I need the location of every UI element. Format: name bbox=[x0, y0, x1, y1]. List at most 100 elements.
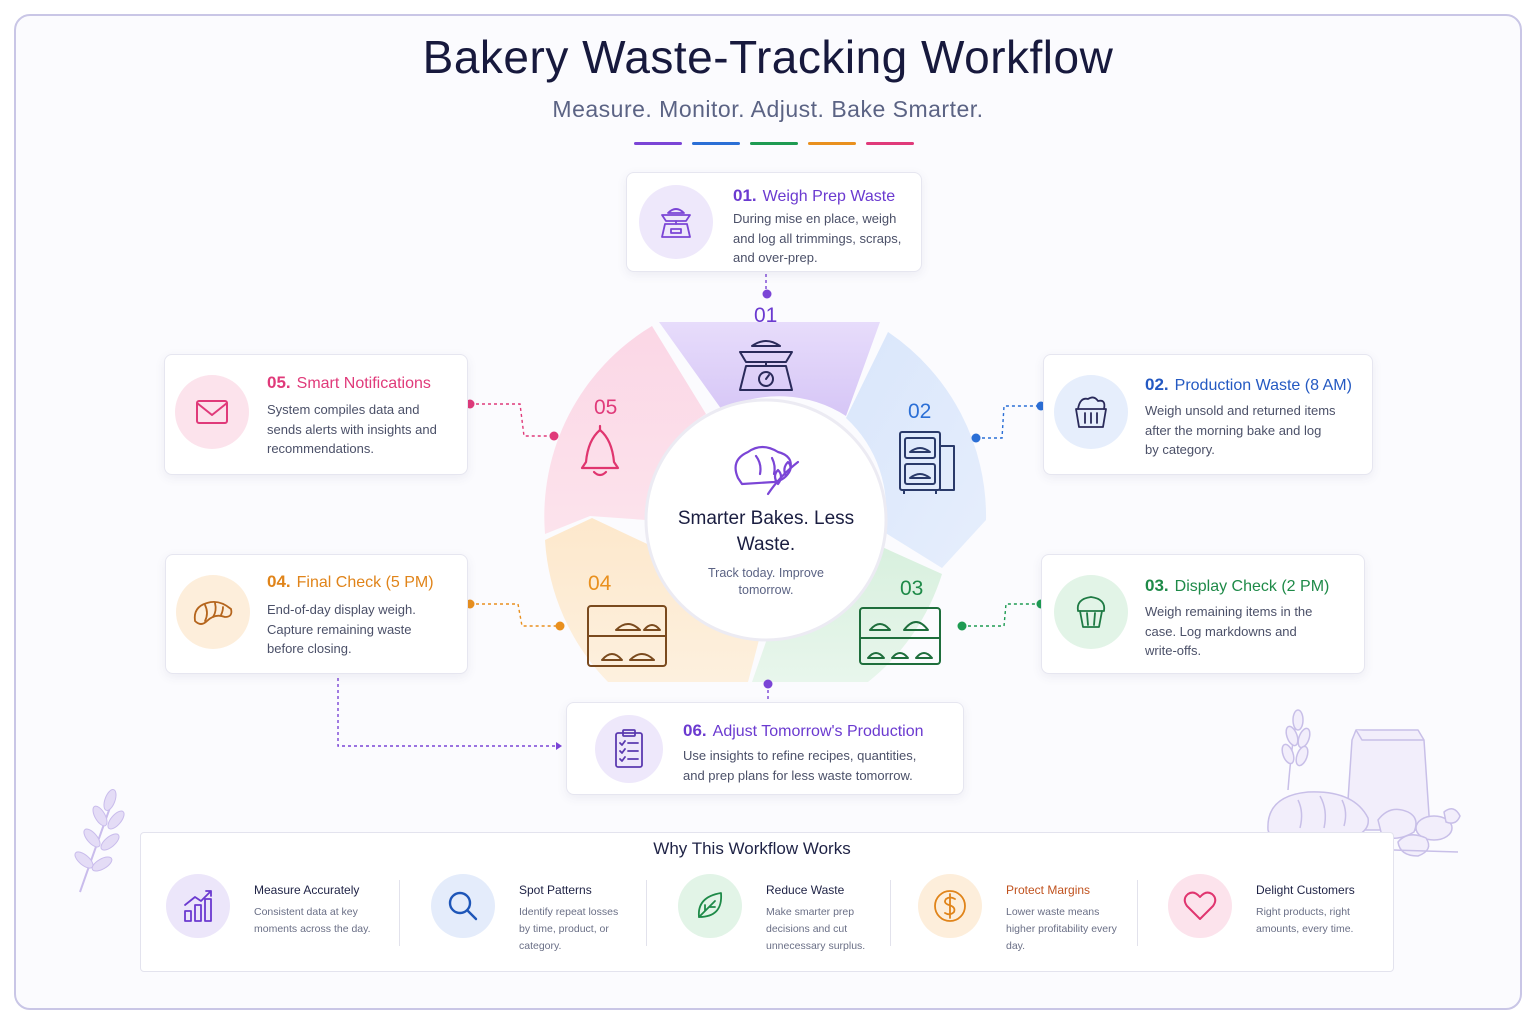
color-bar-legend bbox=[634, 142, 914, 145]
step-number-02: 02. bbox=[1145, 375, 1169, 394]
step-label-06: Adjust Tomorrow's Production bbox=[712, 723, 924, 740]
step-number-03: 03. bbox=[1145, 576, 1169, 595]
wheel-display-case-icon bbox=[859, 607, 941, 665]
connector-dot-04b bbox=[555, 621, 565, 631]
color-bar-purple bbox=[634, 142, 682, 145]
why-divider bbox=[1137, 880, 1138, 946]
step-label-01: Weigh Prep Waste bbox=[762, 188, 896, 205]
why-divider bbox=[399, 880, 400, 946]
connector-04-to-06 bbox=[337, 678, 556, 747]
search-icon bbox=[431, 874, 495, 938]
step-card-06: 06. Adjust Tomorrow's Production Use insi… bbox=[566, 702, 964, 795]
step-title-05: 05. Smart Notifications bbox=[267, 373, 431, 393]
bakery-illustration-icon bbox=[1263, 709, 1461, 857]
muffin-icon bbox=[1054, 575, 1128, 649]
why-desc-reduce: Make smarter prep decisions and cut unne… bbox=[766, 906, 866, 952]
wheel-segment-03 bbox=[752, 546, 942, 682]
why-item-measure: Measure Accurately Consistent data at ke… bbox=[166, 872, 386, 952]
why-item-patterns: Spot Patterns Identify repeat losses by … bbox=[431, 872, 631, 952]
color-bar-blue bbox=[692, 142, 740, 145]
leaf-icon bbox=[678, 874, 742, 938]
wheel-segment-05 bbox=[544, 326, 706, 534]
why-item-margins: Protect Margins Lower waste means higher… bbox=[918, 872, 1118, 952]
connector-04 bbox=[470, 603, 560, 627]
wheel-pastry-case-icon bbox=[587, 605, 667, 667]
step-desc-04: End-of-day display weigh. Capture remain… bbox=[267, 602, 416, 656]
connector-04-to-06-arrow bbox=[556, 742, 562, 750]
wheel-center-bread-icon bbox=[734, 445, 800, 496]
connector-dot-01 bbox=[762, 289, 772, 299]
step-title-01: 01. Weigh Prep Waste bbox=[733, 186, 895, 206]
wheel-segment-01 bbox=[659, 322, 880, 416]
bread-basket-icon bbox=[1054, 375, 1128, 449]
why-label-patterns: Spot Patterns bbox=[519, 883, 592, 897]
step-title-03: 03. Display Check (2 PM) bbox=[1145, 576, 1329, 596]
why-label-measure: Measure Accurately bbox=[254, 883, 360, 897]
step-title-04: 04. Final Check (5 PM) bbox=[267, 572, 434, 592]
step-label-03: Display Check (2 PM) bbox=[1174, 578, 1330, 595]
wheel-label-05: 05 bbox=[594, 396, 618, 419]
page-title: Bakery Waste-Tracking Workflow bbox=[422, 31, 1114, 83]
step-desc-05: System compiles data and sends alerts wi… bbox=[267, 402, 437, 456]
wheel-oven-icon bbox=[899, 431, 955, 494]
step-title-02: 02. Production Waste (8 AM) bbox=[1145, 375, 1352, 395]
why-item-reduce: Reduce Waste Make smarter prep decisions… bbox=[678, 872, 878, 952]
connector-02 bbox=[976, 405, 1040, 439]
why-desc-margins: Lower waste means higher profitability e… bbox=[1006, 906, 1117, 952]
step-number-04: 04. bbox=[267, 572, 291, 591]
wheel-scale-icon bbox=[739, 340, 793, 391]
why-label-margins: Protect Margins bbox=[1006, 883, 1091, 897]
center-subtitle: Track today. Improve tomorrow. bbox=[707, 566, 824, 597]
color-bar-orange bbox=[808, 142, 856, 145]
center-title: Smarter Bakes. Less Waste. bbox=[677, 508, 855, 555]
connector-dot-05b bbox=[549, 431, 559, 441]
wheel-bell-icon bbox=[580, 424, 620, 477]
clipboard-icon bbox=[595, 715, 663, 783]
step-card-05: 05. Smart Notifications System compiles d… bbox=[164, 354, 468, 475]
step-card-03: 03. Display Check (2 PM) Weigh remaining … bbox=[1041, 554, 1365, 674]
why-divider bbox=[890, 880, 891, 946]
step-desc-03: Weigh remaining items in the case. Log m… bbox=[1145, 604, 1313, 658]
connector-dot-06 bbox=[763, 679, 773, 689]
heart-icon bbox=[1168, 874, 1232, 938]
color-bar-green bbox=[750, 142, 798, 145]
step-number-06: 06. bbox=[683, 721, 707, 740]
why-desc-patterns: Identify repeat losses by time, product,… bbox=[519, 906, 619, 952]
why-label-reduce: Reduce Waste bbox=[766, 883, 845, 897]
wheel-label-01: 01 bbox=[754, 304, 778, 327]
step-card-04: 04. Final Check (5 PM) End-of-day display… bbox=[165, 554, 468, 674]
why-item-delight: Delight Customers Right products, right … bbox=[1168, 872, 1368, 952]
wheel-label-03: 03 bbox=[900, 577, 924, 600]
why-title: Why This Workflow Works bbox=[653, 839, 851, 858]
step-card-02: 02. Production Waste (8 AM) Weigh unsold … bbox=[1043, 354, 1373, 475]
step-desc-06: Use insights to refine recipes, quantiti… bbox=[683, 748, 917, 783]
step-label-05: Smart Notifications bbox=[296, 375, 431, 392]
step-label-02: Production Waste (8 AM) bbox=[1174, 377, 1352, 394]
step-card-01: 01. Weigh Prep Waste During mise en place… bbox=[626, 172, 922, 272]
color-bar-pink bbox=[866, 142, 914, 145]
wheel-segment-04 bbox=[545, 518, 760, 682]
wheel-segment-02 bbox=[846, 332, 987, 568]
step-number-05: 05. bbox=[267, 373, 291, 392]
connector-dot-02a bbox=[971, 433, 981, 443]
step-label-04: Final Check (5 PM) bbox=[296, 574, 434, 591]
why-desc-delight: Right products, right amounts, every tim… bbox=[1256, 906, 1354, 935]
envelope-icon bbox=[175, 375, 249, 449]
why-label-delight: Delight Customers bbox=[1256, 883, 1355, 897]
why-desc-measure: Consistent data at key moments across th… bbox=[254, 906, 371, 935]
wheat-sprig-icon bbox=[74, 789, 125, 893]
dollar-icon bbox=[918, 874, 982, 938]
step-desc-01: During mise en place, weigh and log all … bbox=[733, 211, 902, 265]
step-number-01: 01. bbox=[733, 186, 757, 205]
step-title-06: 06. Adjust Tomorrow's Production bbox=[683, 721, 924, 741]
scale-icon bbox=[639, 185, 713, 259]
bar-chart-icon bbox=[166, 874, 230, 938]
wheel-label-04: 04 bbox=[588, 572, 612, 595]
connector-03 bbox=[962, 603, 1040, 627]
connector-05 bbox=[470, 403, 554, 437]
wheel-center bbox=[644, 398, 888, 642]
wheel-label-02: 02 bbox=[908, 400, 932, 423]
page-subtitle: Measure. Monitor. Adjust. Bake Smarter. bbox=[552, 96, 984, 122]
step-desc-02: Weigh unsold and returned items after th… bbox=[1145, 403, 1336, 457]
